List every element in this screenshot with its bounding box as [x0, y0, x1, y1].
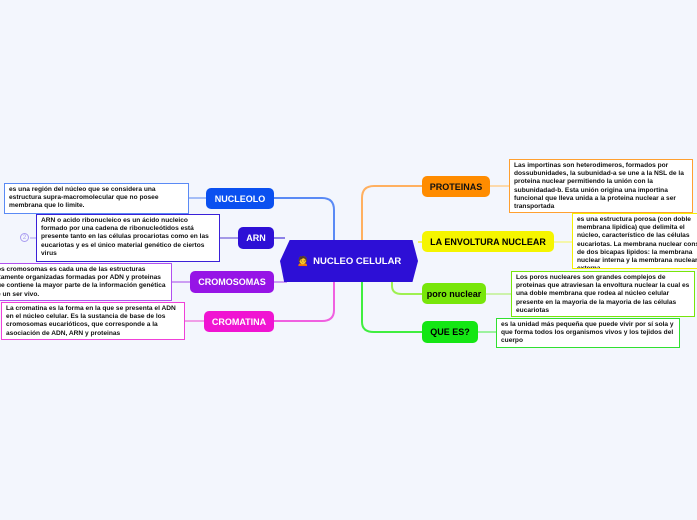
topic-poro-nuclear[interactable]: poro nuclear	[422, 283, 486, 304]
note-cromosomas[interactable]: Los cromosomas es cada una de las estruc…	[0, 263, 172, 301]
topic-envoltura-nuclear[interactable]: LA ENVOLTURA NUCLEAR	[422, 231, 554, 252]
topic-que-es[interactable]: QUE ES?	[422, 321, 478, 343]
note-poro-nuclear[interactable]: Los poros nucleares son grandes complejo…	[511, 271, 695, 317]
collapsed-count-badge[interactable]: 2	[20, 233, 29, 242]
topic-cromosomas[interactable]: CROMOSOMAS	[190, 271, 274, 293]
person-icon: 🙍	[296, 255, 310, 267]
central-topic-label: NUCLEO CELULAR	[313, 255, 402, 267]
note-nucleolo[interactable]: es una región del núcleo que se consider…	[4, 183, 189, 214]
topic-label: CROMATINA	[211, 316, 267, 327]
note-arn[interactable]: ARN o acido ribonucleico es un ácido nuc…	[36, 214, 220, 262]
note-que-es[interactable]: es la unidad más pequeña que puede vivir…	[496, 318, 680, 348]
topic-label: PROTEINAS	[429, 181, 483, 192]
note-proteinas[interactable]: Las importinas son heterodimeros, formad…	[509, 159, 693, 213]
topic-proteinas[interactable]: PROTEINAS	[422, 176, 490, 197]
topic-label: QUE ES?	[430, 327, 470, 337]
central-topic[interactable]: 🙍 NUCLEO CELULAR	[280, 240, 418, 282]
topic-label: CROMOSOMAS	[198, 277, 266, 287]
topic-label: poro nuclear	[426, 288, 482, 299]
note-envoltura-nuclear[interactable]: es una estructura porosa (con doble memb…	[572, 213, 697, 269]
topic-cromatina[interactable]: CROMATINA	[204, 311, 274, 332]
topic-label: LA ENVOLTURA NUCLEAR	[430, 236, 546, 247]
topic-label: ARN	[246, 233, 266, 243]
topic-label: NUCLEOLO	[214, 193, 266, 204]
topic-arn[interactable]: ARN	[238, 227, 274, 249]
note-cromatina[interactable]: La cromatina es la forma en la que se pr…	[1, 302, 185, 340]
topic-nucleolo[interactable]: NUCLEOLO	[206, 188, 274, 209]
